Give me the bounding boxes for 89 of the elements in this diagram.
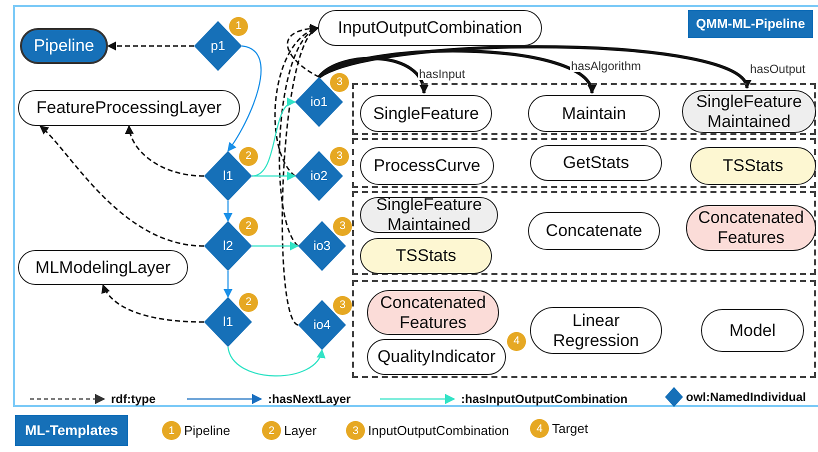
node-label: MLModelingLayer bbox=[35, 258, 171, 278]
arrow bbox=[224, 201, 232, 222]
node-label: InputOutputCombination bbox=[338, 18, 522, 38]
node-label: ProcessCurve bbox=[374, 156, 480, 176]
node-label: GetStats bbox=[562, 153, 630, 173]
node-label: QualityIndicator bbox=[377, 347, 496, 367]
class-pill bbox=[360, 197, 498, 233]
dashed-arrow bbox=[126, 125, 204, 177]
section-title: ML-Templates bbox=[15, 415, 128, 446]
class-pill bbox=[530, 307, 662, 354]
node-label: io1 bbox=[310, 94, 328, 110]
class-pill bbox=[530, 145, 662, 181]
class-pill bbox=[528, 95, 660, 132]
number-badge: 4 bbox=[530, 419, 549, 438]
class-pill bbox=[701, 309, 804, 352]
node-label: SingleFeature Maintained bbox=[375, 195, 483, 235]
legend-label: Target bbox=[552, 420, 588, 438]
node-label: Maintain bbox=[562, 104, 626, 124]
arrow bbox=[318, 56, 428, 94]
arrow bbox=[252, 100, 296, 177]
node-label: p1 bbox=[210, 38, 226, 54]
group-frame bbox=[352, 83, 816, 135]
dashed-arrow bbox=[39, 125, 204, 247]
group-frame bbox=[352, 191, 816, 275]
arrow bbox=[224, 271, 232, 298]
group-frame bbox=[352, 280, 816, 378]
number-badge: 2 bbox=[239, 293, 258, 312]
number-badge: 2 bbox=[239, 147, 258, 166]
class-pill bbox=[367, 290, 499, 335]
class-pill bbox=[690, 147, 816, 185]
edge-label: hasOutput bbox=[749, 63, 806, 75]
node-label: Pipeline bbox=[34, 36, 94, 56]
class-pill bbox=[18, 250, 188, 285]
node-label: Concatenate bbox=[546, 221, 642, 241]
class-pill bbox=[360, 147, 494, 185]
node-label: SingleFeature Maintained bbox=[695, 92, 803, 132]
node-label: TSStats bbox=[722, 156, 784, 176]
dashed-arrow bbox=[102, 284, 204, 323]
number-badge: 4 bbox=[507, 332, 526, 351]
class-pill bbox=[686, 205, 816, 251]
node-label: l1 bbox=[222, 168, 234, 184]
node-label: l2 bbox=[222, 238, 234, 254]
number-badge: 1 bbox=[229, 17, 248, 36]
node-label: FeatureProcessingLayer bbox=[36, 98, 222, 118]
legend-label: InputOutputCombination bbox=[368, 422, 509, 440]
legend-label: Pipeline bbox=[184, 422, 230, 440]
number-badge: 3 bbox=[333, 296, 352, 315]
class-pill bbox=[318, 10, 542, 46]
node-label: TSStats bbox=[396, 246, 456, 266]
group-frame bbox=[352, 138, 816, 188]
number-badge: 3 bbox=[330, 147, 349, 166]
legend-label: :hasInputOutputCombination bbox=[461, 391, 628, 408]
node-label: io3 bbox=[313, 238, 331, 254]
node-label: Concatenated Features bbox=[379, 292, 487, 332]
number-badge: 2 bbox=[262, 421, 281, 440]
node-label: Concatenated Features bbox=[697, 208, 805, 248]
arrow bbox=[252, 172, 296, 180]
class-pill bbox=[18, 90, 240, 126]
panel-title: QMM-ML-Pipeline bbox=[688, 10, 814, 38]
legend-label: owl:NamedIndividual bbox=[686, 389, 806, 406]
edge-label: hasAlgorithm bbox=[570, 60, 642, 72]
number-badge: 3 bbox=[330, 73, 349, 92]
class-pill bbox=[682, 90, 816, 133]
node-label: io2 bbox=[310, 168, 328, 184]
node-label: Model bbox=[729, 320, 776, 340]
class-pill bbox=[528, 212, 660, 250]
arrow bbox=[227, 346, 324, 376]
class-pill bbox=[360, 95, 492, 132]
class-pill bbox=[20, 28, 108, 64]
dashed-arrow bbox=[282, 27, 319, 326]
dashed-arrow bbox=[107, 42, 194, 50]
arrow bbox=[318, 50, 594, 94]
number-badge: 3 bbox=[333, 217, 352, 236]
node-label: Linear Regression bbox=[552, 310, 640, 350]
dashed-arrow bbox=[286, 24, 320, 78]
node-label: l1 bbox=[222, 314, 234, 330]
legend-label: :hasNextLayer bbox=[268, 391, 351, 408]
node-label: SingleFeature bbox=[373, 104, 479, 124]
edge-label: hasInput bbox=[418, 68, 466, 80]
legend-label: Layer bbox=[284, 422, 317, 440]
number-badge: 3 bbox=[346, 421, 365, 440]
arrow bbox=[252, 242, 299, 250]
number-badge: 2 bbox=[239, 217, 258, 236]
arrow bbox=[318, 45, 748, 89]
legend-label: rdf:type bbox=[111, 391, 156, 408]
class-pill bbox=[360, 238, 492, 274]
arrow bbox=[227, 45, 262, 152]
node-label: io4 bbox=[313, 317, 331, 332]
number-badge: 1 bbox=[162, 421, 181, 440]
